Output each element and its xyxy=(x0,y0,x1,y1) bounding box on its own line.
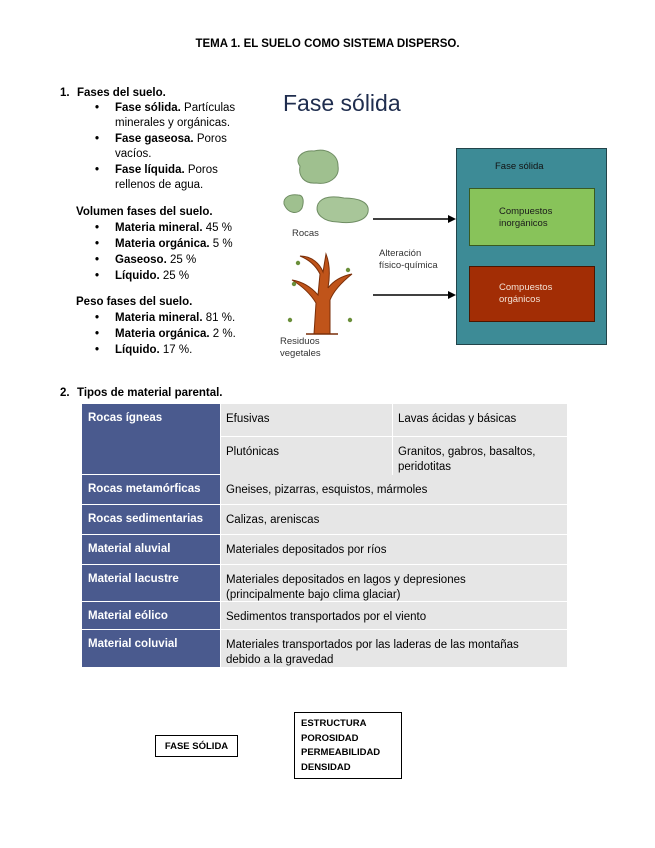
section1-title: Fases del suelo. xyxy=(77,87,166,99)
section1-heading: 1. Fases del suelo. xyxy=(60,87,166,99)
list-item: Materia orgánica. 5 % xyxy=(95,237,275,252)
diagram-title: Fase sólida xyxy=(283,90,401,116)
diagram-illustration xyxy=(283,149,456,335)
parent-material-table: Rocas ígneas Efusivas Lavas ácidas y bás… xyxy=(82,404,567,668)
rocks-icon xyxy=(283,149,369,224)
list-item: Materia mineral. 81 %. xyxy=(95,311,275,326)
plant-residue-icon xyxy=(287,252,353,335)
rocks-label: Rocas xyxy=(292,228,319,239)
table-category: Rocas metamórficas xyxy=(82,475,220,505)
solid-phase-label-box: FASE SÓLIDA xyxy=(155,735,238,757)
table-row: Rocas ígneas Efusivas Lavas ácidas y bás… xyxy=(82,404,567,475)
properties-box: ESTRUCTURA POROSIDAD PERMEABILIDAD DENSI… xyxy=(294,712,402,779)
list-item: Gaseoso. 25 % xyxy=(95,253,275,268)
arrow-icon xyxy=(373,215,456,299)
volumen-heading: Volumen fases del suelo. xyxy=(76,206,213,218)
peso-heading: Peso fases del suelo. xyxy=(76,296,193,308)
table-cell: Sedimentos transportados por el viento xyxy=(226,611,427,623)
section2-number: 2. xyxy=(60,387,70,399)
table-category: Material eólico xyxy=(82,602,220,630)
table-row: Material lacustre Materiales depositados… xyxy=(82,565,567,602)
table-row: Material aluvial Materiales depositados … xyxy=(82,535,567,565)
document-title: TEMA 1. EL SUELO COMO SISTEMA DISPERSO. xyxy=(195,38,460,50)
table-cell: Granitos, gabros, basaltos,peridotitas xyxy=(398,446,536,473)
property-item: ESTRUCTURA xyxy=(301,718,367,729)
table-cell: Lavas ácidas y básicas xyxy=(398,413,517,425)
property-item: PERMEABILIDAD xyxy=(301,747,381,758)
table-category: Material aluvial xyxy=(82,535,220,565)
table-cell: Materiales depositados por ríos xyxy=(226,544,387,556)
table-row: Material coluvial Materiales transportad… xyxy=(82,630,567,668)
table-cell: Materiales transportados por las laderas… xyxy=(226,639,519,666)
solid-phase-box-label: Fase sólida xyxy=(495,161,544,172)
table-row: Rocas sedimentarias Calizas, areniscas xyxy=(82,505,567,535)
table-category: Material lacustre xyxy=(82,565,220,602)
volumen-list: Materia mineral. 45 % Materia orgánica. … xyxy=(95,221,275,285)
table-row: Material eólico Sedimentos transportados… xyxy=(82,602,567,630)
table-row: Rocas metamórficas Gneises, pizarras, es… xyxy=(82,475,567,505)
section2-heading: 2. Tipos de material parental. xyxy=(60,387,223,399)
property-item: POROSIDAD xyxy=(301,732,359,744)
list-item: Materia mineral. 45 % xyxy=(95,221,275,236)
section1-number: 1. xyxy=(60,87,70,99)
list-item: Líquido. 17 %. xyxy=(95,343,275,358)
table-category: Rocas ígneas xyxy=(82,404,220,475)
table-cell: Plutónicas xyxy=(221,437,393,475)
peso-list: Materia mineral. 81 %. Materia orgánica.… xyxy=(95,311,275,359)
table-cell: Calizas, areniscas xyxy=(226,514,320,526)
list-item: Materia orgánica. 2 %. xyxy=(95,327,275,342)
table-cell: Efusivas xyxy=(221,404,393,436)
table-category: Rocas sedimentarias xyxy=(82,505,220,535)
section2-title: Tipos de material parental. xyxy=(77,387,223,399)
table-cell: Materiales depositados en lagos y depres… xyxy=(226,574,466,601)
table-category: Material coluvial xyxy=(82,630,220,668)
table-cell: Gneises, pizarras, esquistos, mármoles xyxy=(226,484,428,496)
property-item: DENSIDAD xyxy=(301,761,351,773)
list-item: Líquido. 25 % xyxy=(95,269,275,284)
